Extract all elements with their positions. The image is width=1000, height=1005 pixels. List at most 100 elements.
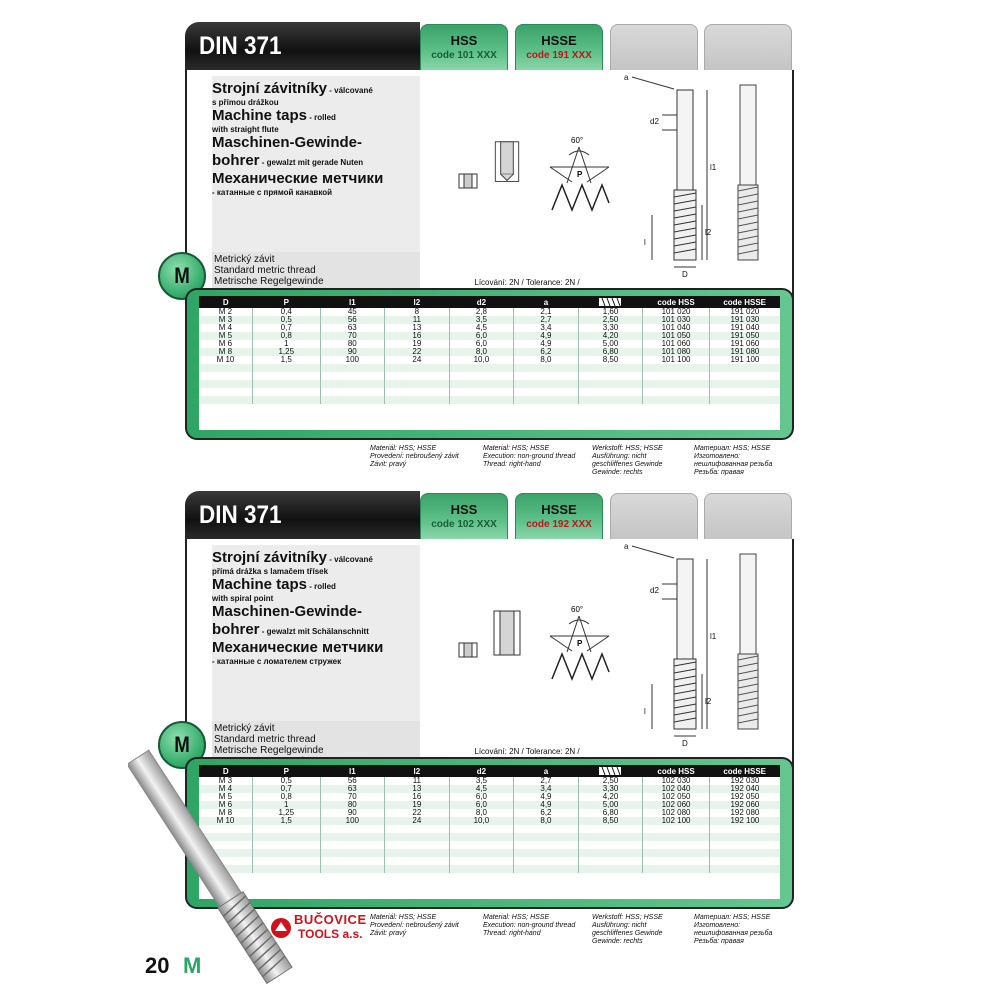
- table-cell: 0,4: [251, 308, 321, 316]
- table-cell: M 6: [199, 801, 253, 809]
- table-cell: 5,00: [577, 801, 643, 809]
- desc-en-suffix: - rolled: [307, 113, 336, 122]
- table-cell: 10,0: [448, 817, 514, 825]
- tap-illustration: [126, 745, 298, 1000]
- desc-cz-suffix: - válcované: [327, 555, 373, 564]
- table-cell: 4,9: [513, 793, 579, 801]
- table-row-empty: [199, 865, 780, 873]
- drill-icon: [599, 297, 622, 307]
- label-l1: l1: [710, 632, 717, 641]
- table-cell: 19: [384, 801, 450, 809]
- table-cell: 63: [319, 785, 385, 793]
- label-l: l: [644, 238, 646, 247]
- tap-drawing: a d2 l1 l2 l D: [622, 73, 782, 285]
- table-cell: 80: [319, 340, 385, 348]
- description-block: Strojní závitníky - válcované s přímou d…: [212, 76, 420, 252]
- through-hole-icon: [493, 610, 521, 656]
- table-cell: 0,5: [251, 316, 321, 324]
- desc-cz-title: Strojní závitníky: [212, 80, 328, 97]
- label-d2: d2: [650, 117, 659, 126]
- table-cell: 2,7: [513, 316, 579, 324]
- table-cell: 4,5: [448, 785, 514, 793]
- note-line: нешлифованная резьба: [694, 930, 773, 937]
- description-block: Strojní závitníky - válcované přímá dráž…: [212, 545, 420, 721]
- table-row-empty: [199, 849, 780, 857]
- table-cell: 102 100: [642, 817, 710, 825]
- note-line: Materiál: HSS; HSSE: [370, 445, 437, 452]
- hole-icon: [458, 173, 478, 189]
- table-cell: M 8: [199, 348, 253, 356]
- desc-de-suffix: - gewalzt mit gerade Nuten: [259, 158, 364, 167]
- table-cell: M 10: [199, 817, 253, 825]
- tab-empty-2: [704, 24, 792, 72]
- note-line: geschliffenes Gewinde: [592, 930, 663, 937]
- table-cell: 192 080: [708, 809, 780, 817]
- note-line: Резьба: правая: [694, 469, 744, 476]
- product-section: DIN 371 HSS code 102 XXX HSSE code 192 X…: [0, 491, 1000, 961]
- note-line: Provedení: nebroušený závit: [370, 922, 459, 929]
- angle-label: 60°: [571, 605, 583, 614]
- table-row-empty: [199, 841, 780, 849]
- table-cell: 1,25: [251, 809, 321, 817]
- table-cell: 6,0: [448, 801, 514, 809]
- note-line: Ausführung: nicht: [592, 922, 647, 929]
- col-code-hss: code HSS: [642, 765, 710, 777]
- thread-type-en: Standard metric thread: [214, 734, 316, 745]
- desc-cz-sub: s přímou drážkou: [212, 98, 279, 107]
- table-cell: 192 050: [708, 793, 780, 801]
- tap-drawing: a d2 l1 l2 l D: [622, 542, 782, 754]
- product-section: DIN 371 HSS code 101 XXX HSSE code 191 X…: [0, 22, 1000, 492]
- table-row-empty: [199, 825, 780, 833]
- table-cell: 90: [319, 809, 385, 817]
- tab-hsse-code: code 191 XXX: [526, 50, 592, 61]
- table-cell: M 6: [199, 340, 253, 348]
- note-line: Werkstoff: HSS; HSSE: [592, 914, 663, 921]
- table-cell: 101 100: [642, 356, 710, 364]
- table-cell: 101 080: [642, 348, 710, 356]
- brand-mark-icon: [271, 918, 291, 938]
- tab-hss: HSS code 101 XXX: [420, 24, 508, 72]
- desc-en-suffix: - rolled: [307, 582, 336, 591]
- table-cell: 3,30: [577, 785, 643, 793]
- table-cell: 2,8: [448, 308, 514, 316]
- page-letter: M: [183, 953, 202, 978]
- table-cell: 3,5: [448, 316, 514, 324]
- desc-en-sub: with straight flute: [212, 125, 279, 134]
- note-line: Изготовлено:: [694, 922, 741, 929]
- table-cell: 191 100: [708, 356, 780, 364]
- table-cell: 100: [319, 817, 385, 825]
- table-cell: M 4: [199, 785, 253, 793]
- table-cell: 1,5: [251, 356, 321, 364]
- desc-ru-sub: - катанные с прямой канавкой: [212, 188, 333, 197]
- desc-ru-title: Механические метчики: [212, 170, 384, 187]
- col-P: P: [252, 296, 321, 308]
- note-line: Материал: HSS; HSSE: [694, 445, 771, 452]
- section-title: DIN 371: [199, 32, 282, 60]
- table-cell: M 5: [199, 332, 253, 340]
- table-row-empty: [199, 380, 780, 388]
- tab-hsse-name: HSSE: [541, 502, 577, 517]
- table-cell: 2,50: [577, 777, 643, 785]
- table-cell: 63: [319, 324, 385, 332]
- col-l1: l1: [320, 296, 385, 308]
- table-cell: 4,20: [577, 332, 643, 340]
- table-cell: 192 040: [708, 785, 780, 793]
- table-cell: 102 060: [642, 801, 710, 809]
- brand-name-line1: BUČOVICE: [294, 912, 367, 927]
- note-line: Ausführung: nicht: [592, 453, 647, 460]
- table-cell: 3,4: [513, 324, 579, 332]
- table-cell: 6,0: [448, 332, 514, 340]
- table-cell: 6,0: [448, 340, 514, 348]
- table-cell: 191 050: [708, 332, 780, 340]
- table-row-empty: [199, 388, 780, 396]
- col-d2: d2: [449, 765, 514, 777]
- tab-hsse-name: HSSE: [541, 33, 577, 48]
- col-l2: l2: [384, 296, 450, 308]
